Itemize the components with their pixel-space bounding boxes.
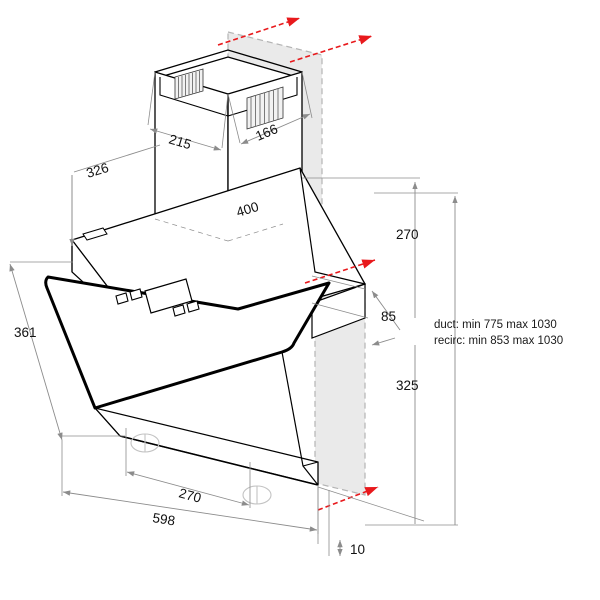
installation-height-note: duct: min 775 max 1030 recirc: min 853 m… xyxy=(434,318,598,349)
halogen-lamp-left-icon xyxy=(130,433,160,453)
dim-line-85-upper xyxy=(371,290,401,331)
control-display[interactable] xyxy=(144,278,193,314)
dimension-215-group: 215 xyxy=(147,71,229,152)
depth-arrow-top-right xyxy=(289,35,373,63)
dimension-10-group: 10 xyxy=(317,487,365,557)
underside-left-edge xyxy=(94,407,121,437)
control-button-2[interactable] xyxy=(129,288,143,301)
dimension-label-215: 215 xyxy=(167,131,193,152)
ext-166-right xyxy=(301,71,313,119)
depth-arrow-group xyxy=(217,17,379,511)
note-recirc: recirc: min 853 max 1030 xyxy=(434,334,564,347)
chimney-top-rim xyxy=(154,49,303,73)
ext-166-left xyxy=(227,93,241,144)
control-button-3[interactable] xyxy=(172,304,186,317)
dimension-label-270-canopy: 270 xyxy=(177,485,203,505)
dim-line-215 xyxy=(149,128,222,151)
ext-85-a xyxy=(311,275,366,290)
ext-325-bottom xyxy=(317,486,425,522)
dimension-label-85: 85 xyxy=(381,309,396,324)
dimension-total-height-group xyxy=(365,192,458,526)
dimension-325-group: 325 xyxy=(317,345,425,524)
control-button-1[interactable] xyxy=(115,292,129,305)
dimension-label-598: 598 xyxy=(152,510,177,528)
dim-line-85-lower xyxy=(371,337,396,346)
halogen-lamp-right-icon xyxy=(242,485,272,505)
dim-line-326 xyxy=(73,144,161,173)
dim-line-361 xyxy=(9,263,63,441)
dimension-85-group: 85 xyxy=(311,275,401,346)
dimension-400-group: 400 xyxy=(154,199,284,242)
dimension-361-group: 361 xyxy=(9,261,125,441)
dimension-label-361: 361 xyxy=(14,325,37,340)
dim-line-166 xyxy=(240,113,311,145)
vent-grille-left-icon xyxy=(174,68,204,100)
control-panel-group[interactable] xyxy=(115,278,200,317)
depth-arrow-mid xyxy=(304,259,376,284)
underside-front-edge xyxy=(119,435,319,486)
hood-rear-right-edge xyxy=(299,167,366,285)
depth-arrow-bottom xyxy=(317,486,379,511)
dimension-label-270-right: 270 xyxy=(396,227,419,242)
mounting-tab-left-icon xyxy=(82,227,108,241)
underside-right-corner xyxy=(302,461,319,467)
depth-arrow-top-left xyxy=(217,17,301,46)
dimension-label-400: 400 xyxy=(234,199,260,220)
glass-front-panel-group xyxy=(44,275,331,410)
dimension-270-right-group: 270 xyxy=(302,177,420,318)
hood-right-side-face xyxy=(311,283,366,339)
ext-215-left xyxy=(147,71,156,126)
dimension-326-group: 326 xyxy=(69,144,161,246)
dimension-label-325: 325 xyxy=(396,378,419,393)
ext-215-right xyxy=(221,93,229,149)
hood-underside-plate xyxy=(93,406,319,486)
dimension-label-326: 326 xyxy=(84,160,110,181)
dim-leader-400 xyxy=(154,218,229,242)
dim-leader-400b xyxy=(227,223,284,242)
control-button-4[interactable] xyxy=(186,300,200,313)
dim-line-598 xyxy=(62,490,318,532)
dimension-label-10: 10 xyxy=(350,542,365,557)
ext-85-b xyxy=(311,302,369,319)
note-duct: duct: min 775 max 1030 xyxy=(434,319,557,331)
